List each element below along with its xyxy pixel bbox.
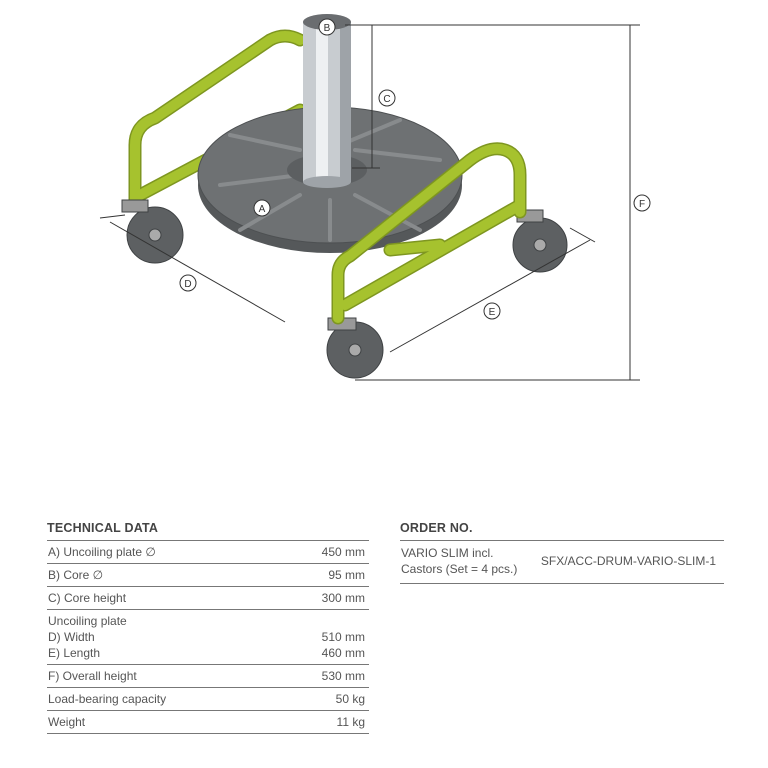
table-row: Load-bearing capacity 50 kg — [47, 688, 369, 711]
row-value: 11 kg — [336, 715, 365, 729]
svg-text:C: C — [383, 94, 390, 105]
group-heading: Uncoiling plate — [48, 614, 127, 628]
row-value: 460 mm — [321, 646, 365, 660]
svg-text:A: A — [259, 204, 266, 215]
row-label: C) Core height — [48, 591, 127, 605]
table-row: C) Core height 300 mm — [47, 587, 369, 610]
dimension-lines — [99, 24, 640, 381]
technical-data-table: TECHNICAL DATA A) Uncoiling plate ∅ 450 m… — [47, 518, 369, 734]
dimension-labels: B C A D E F — [179, 18, 651, 320]
row-value: 300 mm — [321, 591, 365, 605]
table-row: Weight 11 kg — [47, 711, 369, 734]
front-frame — [333, 143, 525, 323]
row-label: B) Core ∅ — [48, 568, 104, 582]
row-label: E) Length — [48, 646, 101, 660]
svg-text:D: D — [184, 279, 191, 290]
row-value: 530 mm — [321, 669, 365, 683]
order-row: VARIO SLIM incl. Castors (Set = 4 pcs.) S… — [400, 541, 724, 584]
row-label: A) Uncoiling plate ∅ — [48, 545, 156, 559]
order-title: ORDER NO. — [400, 518, 724, 541]
row-label: Load-bearing capacity — [48, 692, 167, 706]
core — [303, 14, 351, 188]
table-row: F) Overall height 530 mm — [47, 665, 369, 688]
table-row: B) Core ∅ 95 mm — [47, 564, 369, 587]
table-row: A) Uncoiling plate ∅ 450 mm — [47, 541, 369, 564]
row-value: 450 mm — [321, 545, 365, 559]
row-label: F) Overall height — [48, 669, 137, 683]
order-item-line1: VARIO SLIM incl. — [401, 546, 494, 560]
castors — [121, 199, 568, 379]
svg-text:E: E — [489, 307, 496, 318]
svg-text:B: B — [324, 23, 331, 34]
order-item-line2: Castors (Set = 4 pcs.) — [401, 562, 518, 576]
technical-data-title: TECHNICAL DATA — [47, 518, 369, 541]
product-drawing: B C A D E F — [99, 14, 651, 381]
row-label: Weight — [48, 715, 86, 729]
order-number: SFX/ACC-DRUM-VARIO-SLIM-1 — [540, 554, 716, 568]
row-label: D) Width — [48, 630, 95, 644]
row-value: 50 kg — [335, 692, 365, 706]
order-number-table: ORDER NO. VARIO SLIM incl. Castors (Set =… — [400, 518, 724, 584]
table-row-group: Uncoiling plate D) Width E) Length 510 mm 4… — [47, 610, 369, 665]
row-value: 95 mm — [328, 568, 365, 582]
row-value: 510 mm — [321, 630, 365, 644]
svg-text:F: F — [639, 199, 645, 210]
